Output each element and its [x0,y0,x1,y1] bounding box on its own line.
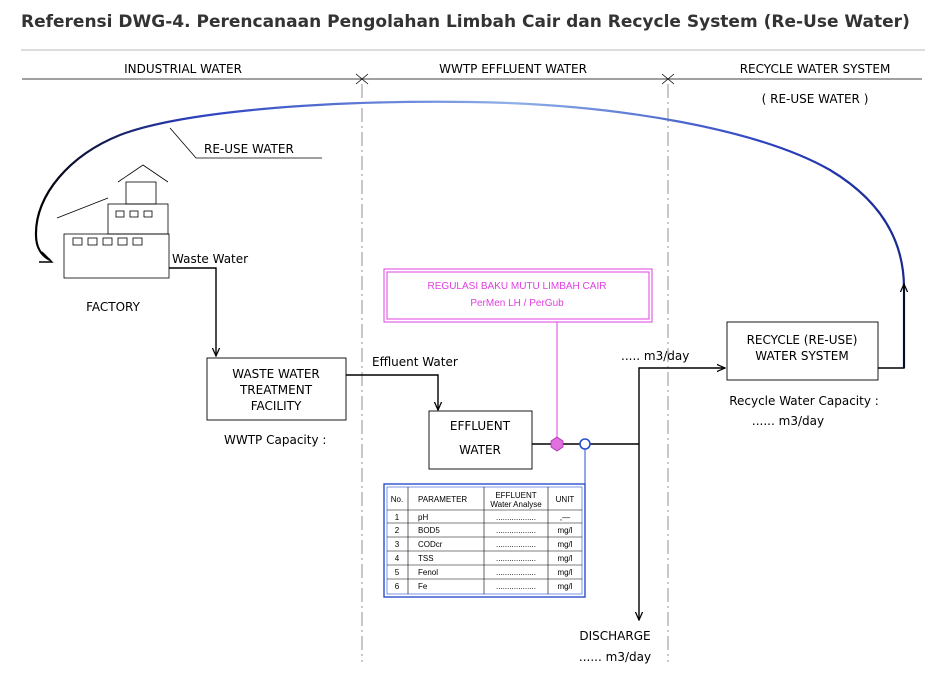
table-cell-value: .................. [496,540,536,549]
table-cell-value: .................. [496,582,536,591]
recycle-capacity-label-1: Recycle Water Capacity : [729,394,879,408]
table-cell-value: .................. [496,568,536,577]
effluent-analysis-table: No. PARAMETER EFFLUENT Water Analyse UNI… [383,483,586,598]
table-cell-value: .................. [496,526,536,535]
sample-point-blue-icon [579,438,591,450]
zone-dimension-line [22,73,922,85]
factory-label: FACTORY [86,300,141,314]
table-cell-value: .................. [496,554,536,563]
table-cell-parameter: TSS [418,554,434,563]
table-header-effluent: EFFLUENT [495,491,536,500]
flow-to-recycle-label: ..... m3/day [621,349,689,363]
table-cell-unit: mg/l [557,568,572,577]
reuse-water-line [34,100,906,368]
table-cell-no: 3 [395,540,400,549]
waste-water-line [169,267,216,356]
table-cell-no: 6 [395,582,400,591]
table-cell-unit: ,— [560,513,570,522]
table-cell-no: 2 [395,526,400,535]
regulation-line-1: REGULASI BAKU MUTU LIMBAH CAIR [428,281,607,292]
sample-point-magenta-icon [550,436,564,452]
effluent-water-label: Effluent Water [372,355,458,369]
table-cell-unit: mg/l [557,582,572,591]
table-cell-parameter: CODcr [418,540,443,549]
wwtp-capacity-label: WWTP Capacity : [224,433,326,447]
discharge-label: DISCHARGE [579,629,650,643]
regulation-box-inner [386,271,650,320]
wwtp-box [206,357,347,421]
recycle-outlet-line [878,284,904,369]
wwtp-line-2: TREATMENT [239,383,313,397]
page-title: Referensi DWG-4. Perencanaan Pengolahan … [21,12,910,32]
table-header-parameter: PARAMETER [418,495,467,504]
reuse-arrow-head [39,251,54,263]
table-cell-no: 5 [395,568,400,577]
reuse-water-label: RE-USE WATER [204,142,294,156]
table-header-no: No. [391,495,403,504]
factory-icon [56,164,170,279]
effluent-line-2: WATER [459,443,501,457]
recycle-capacity-label-2: ...... m3/day [752,414,824,428]
table-cell-no: 1 [395,513,400,522]
zone-label-recycle: RECYCLE WATER SYSTEM [740,62,891,76]
wwtp-line-3: FACILITY [251,399,302,413]
effluent-water-line [346,374,438,410]
table-cell-unit: mg/l [557,526,572,535]
regulation-box-outer [383,268,653,323]
table-cell-no: 4 [395,554,400,563]
effluent-box [428,410,533,470]
table-cell-parameter: Fenol [418,568,438,577]
discharge-flow-label: ...... m3/day [579,650,651,664]
recycle-line-2: WATER SYSTEM [755,349,848,363]
table-cell-parameter: pH [418,513,428,522]
table-cell-parameter: Fe [418,582,428,591]
recycle-line-1: RECYCLE (RE-USE) [747,333,858,347]
table-cell-unit: mg/l [557,554,572,563]
recycle-box [726,321,879,381]
table-header-effluent-sub: Water Analyse [490,500,542,509]
table-cell-parameter: BOD5 [418,526,440,535]
waste-water-label: Waste Water [172,252,248,266]
table-cell-unit: mg/l [557,540,572,549]
regulation-line-2: PerMen LH / PerGub [470,298,564,309]
reuse-water-leader [169,127,322,159]
recycle-feed-line [638,368,725,444]
zone-label-industrial: INDUSTRIAL WATER [124,62,242,76]
effluent-line-1: EFFLUENT [450,419,511,433]
zone-label-recycle-sub: ( RE-USE WATER ) [762,92,869,106]
wwtp-line-1: WASTE WATER [232,367,320,381]
table-cell-value: .................. [496,513,536,522]
zone-label-wwtp: WWTP EFFLUENT WATER [439,62,587,76]
table-header-unit: UNIT [556,495,575,504]
